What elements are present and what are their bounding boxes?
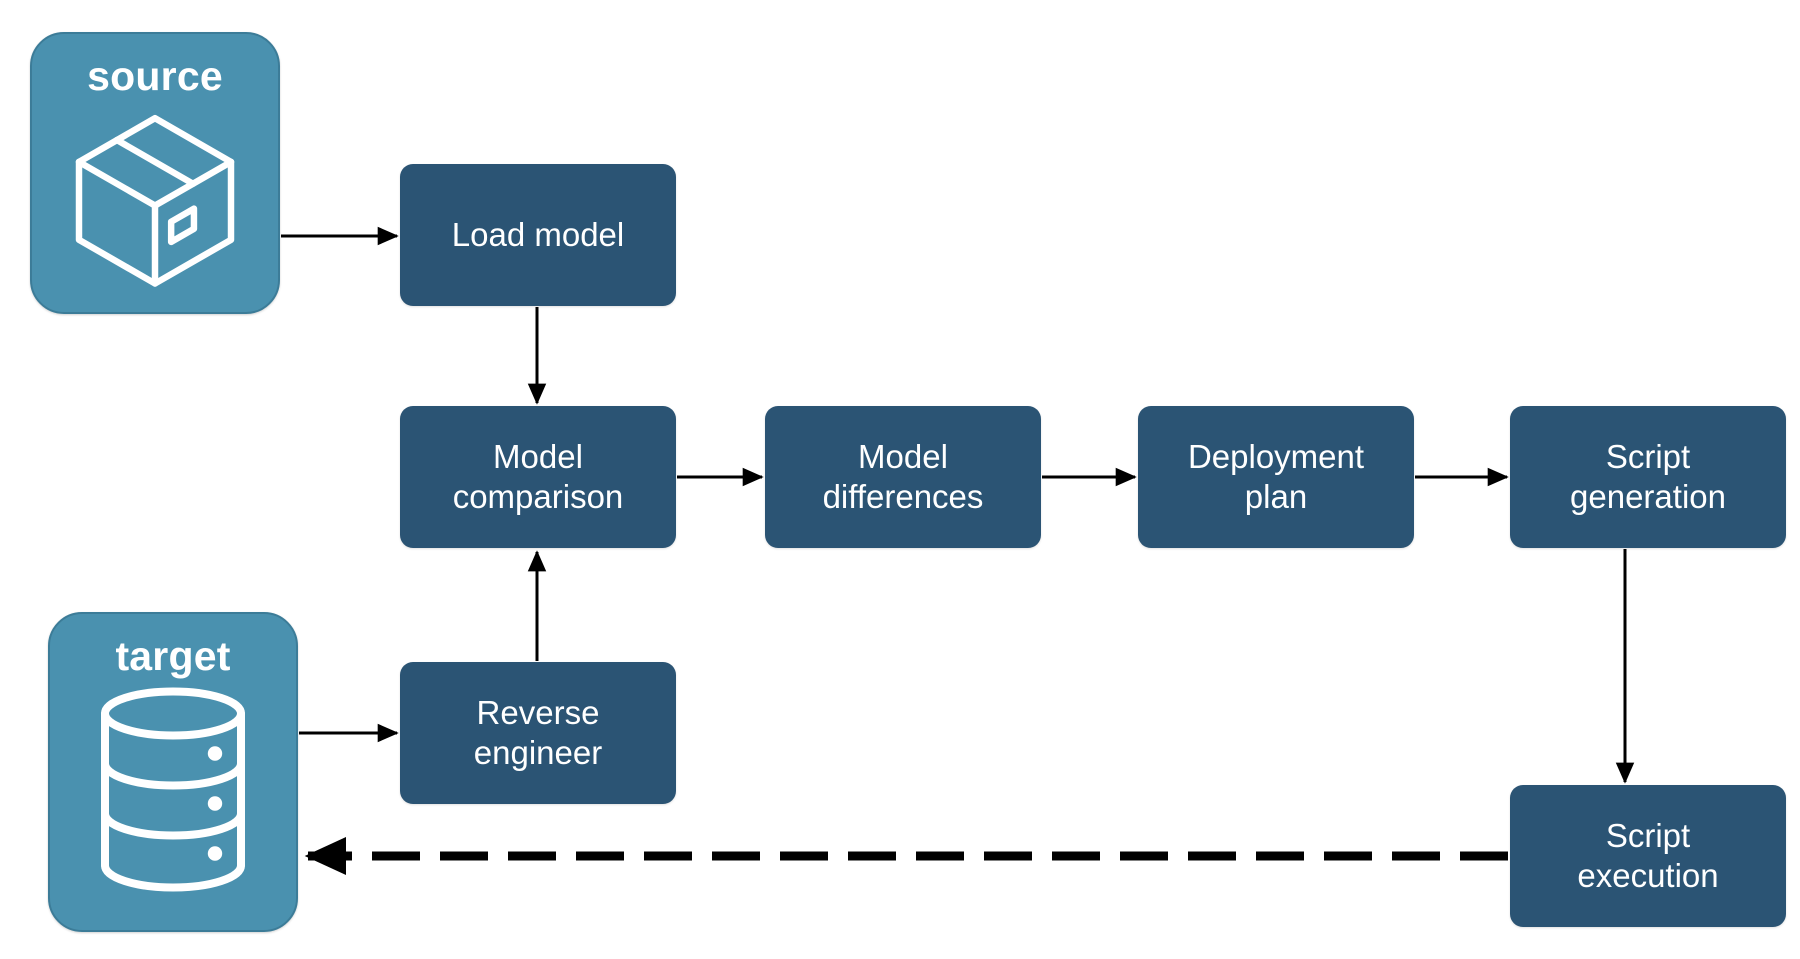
process-model-differences[interactable]: Model differences — [765, 406, 1041, 548]
process-deployment-plan[interactable]: Deployment plan — [1138, 406, 1414, 548]
process-deployment-plan-label: Deployment plan — [1187, 437, 1365, 515]
package-box-icon — [75, 114, 235, 287]
endpoint-source-label: source — [87, 53, 223, 99]
process-script-generation-label: Script generation — [1570, 437, 1726, 515]
process-load-model-label: Load model — [451, 215, 625, 253]
endpoint-source[interactable]: source — [30, 32, 280, 314]
endpoint-target-label: target — [115, 633, 231, 679]
process-script-execution[interactable]: Script execution — [1510, 785, 1786, 927]
process-script-execution-label: Script execution — [1577, 816, 1719, 894]
process-reverse-engineer[interactable]: Reverse engineer — [400, 662, 676, 804]
process-reverse-engineer-label: Reverse engineer — [473, 693, 603, 771]
endpoint-target[interactable]: target — [48, 612, 298, 932]
process-load-model[interactable]: Load model — [400, 164, 676, 306]
process-model-comparison[interactable]: Model comparison — [400, 406, 676, 548]
database-cylinder-icon — [101, 687, 245, 892]
process-model-comparison-label: Model comparison — [452, 437, 624, 515]
process-script-generation[interactable]: Script generation — [1510, 406, 1786, 548]
process-model-differences-label: Model differences — [822, 437, 984, 515]
